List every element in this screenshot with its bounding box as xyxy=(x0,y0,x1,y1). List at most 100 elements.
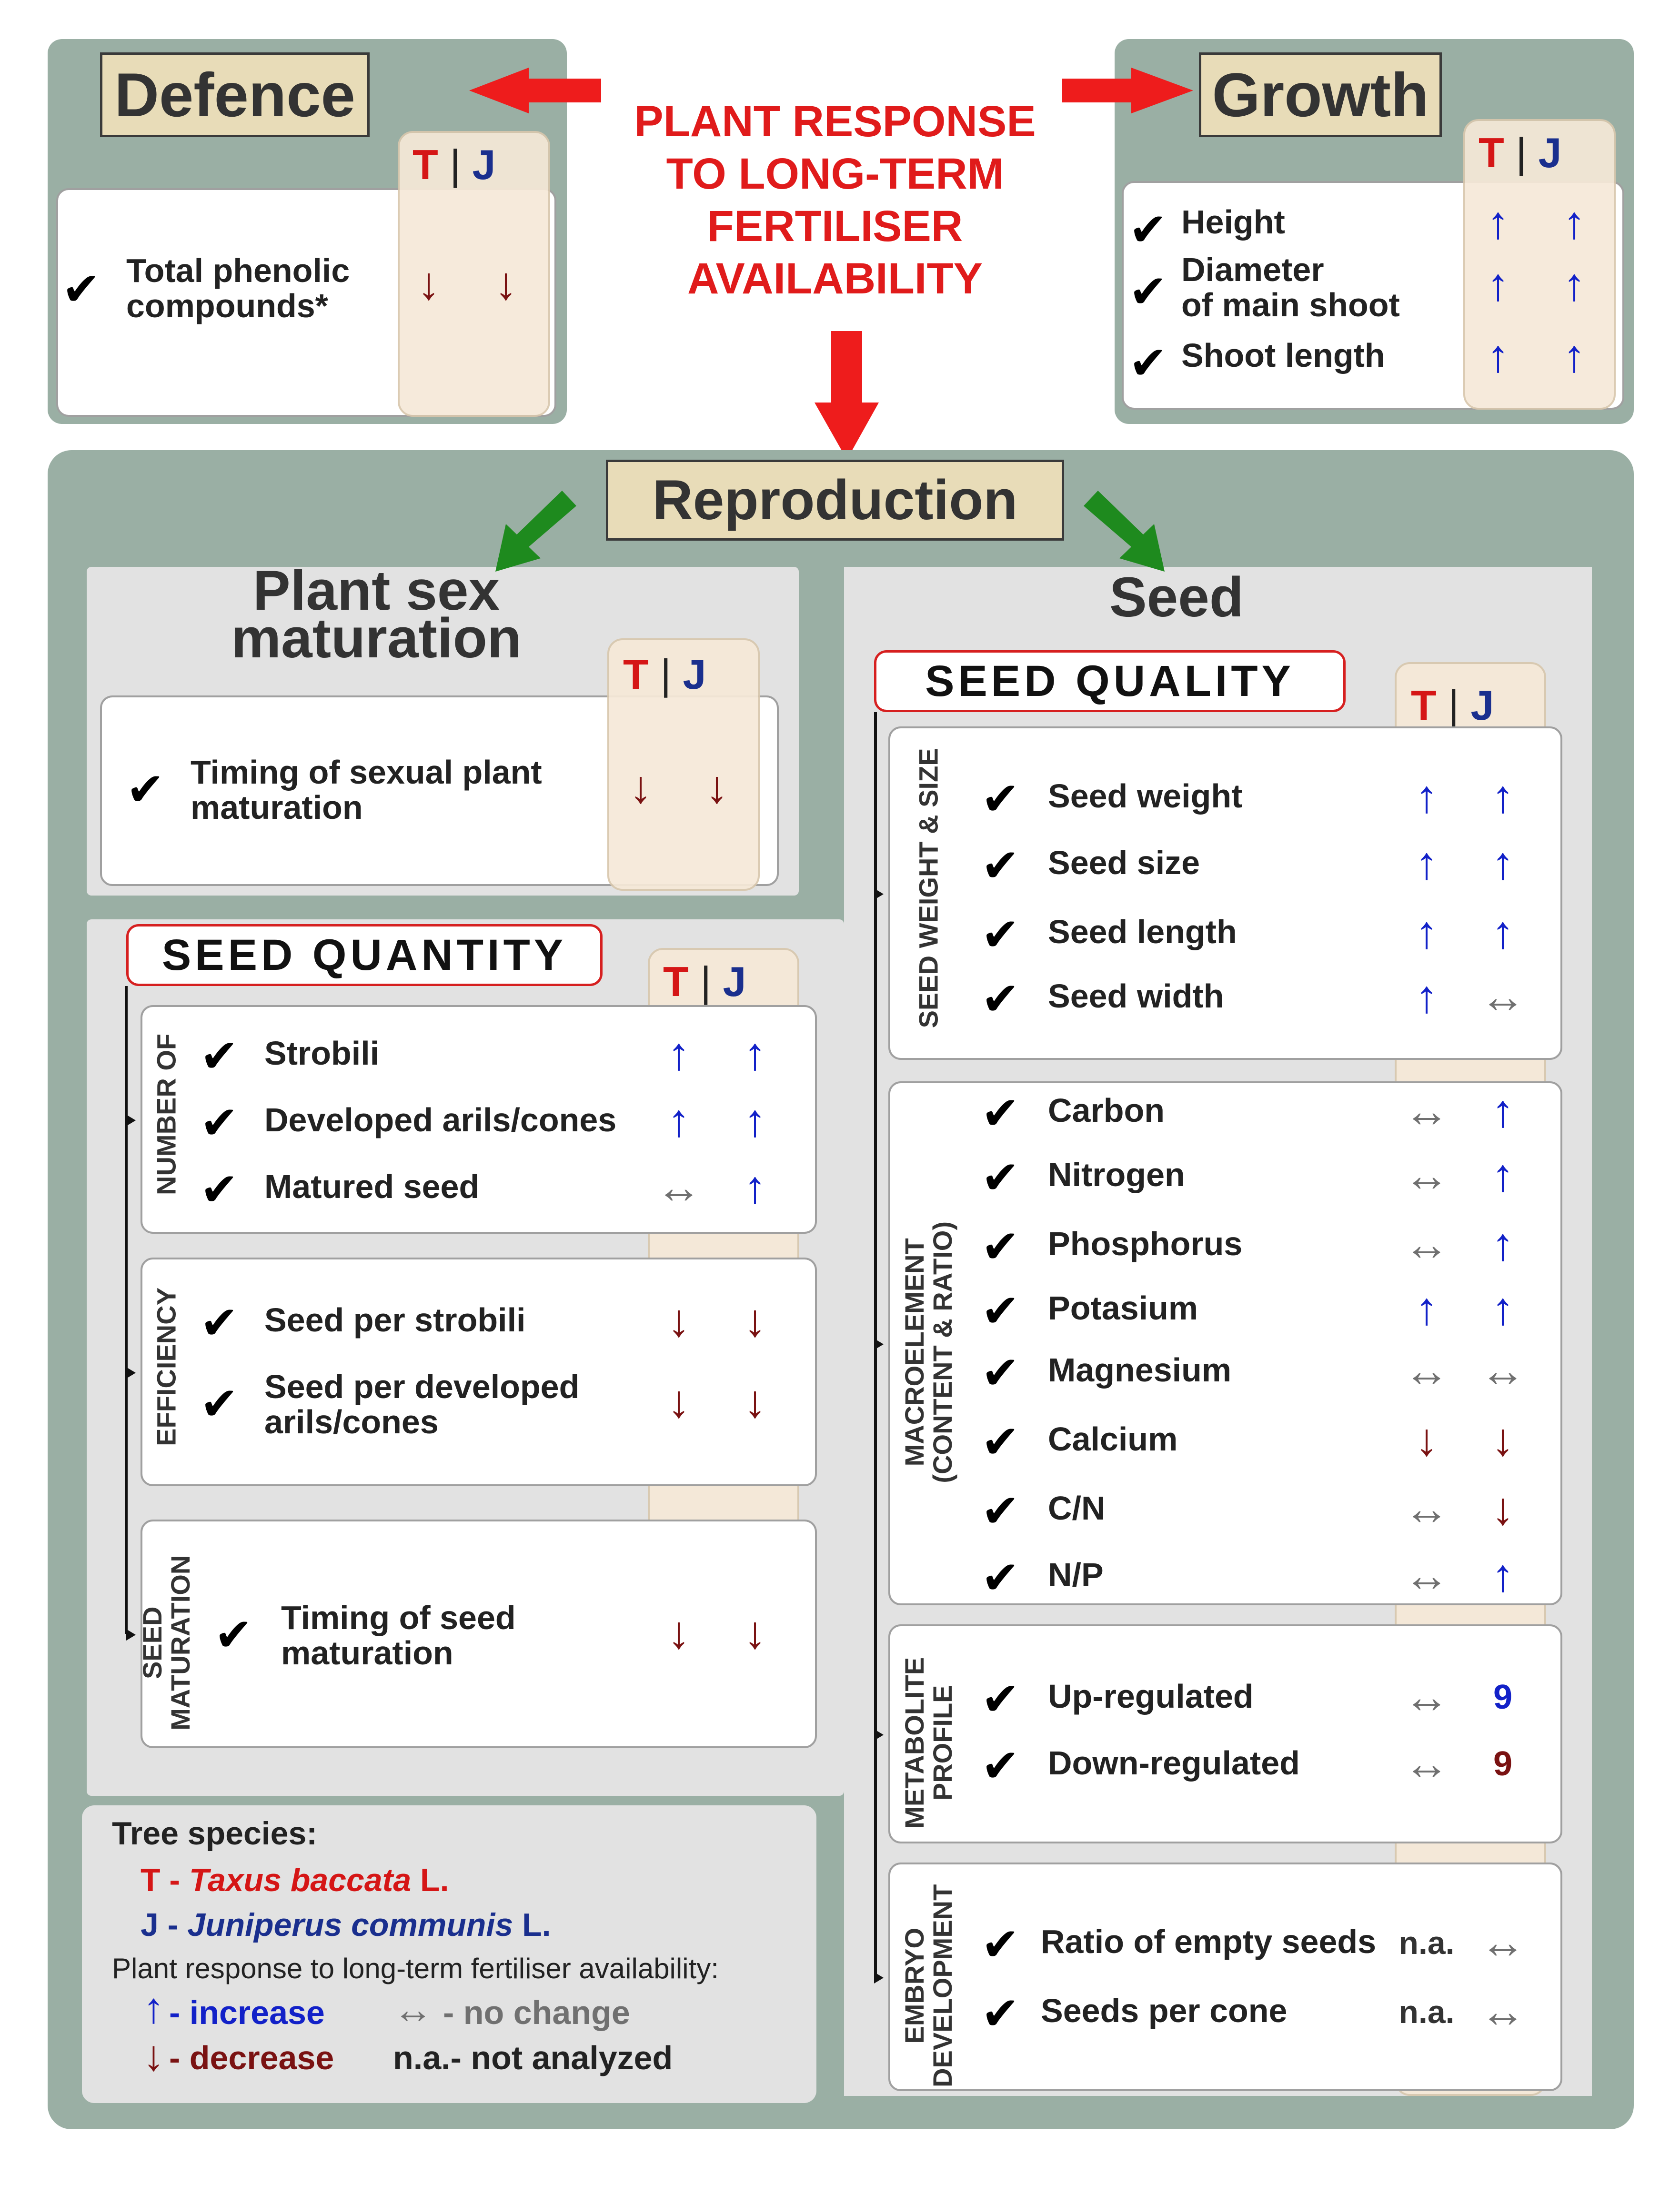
bracket-arrow-icon xyxy=(126,1367,136,1379)
row-label: Seeds per cone xyxy=(1041,1992,1288,2029)
t-value-icon: ↔ xyxy=(1404,1086,1449,1137)
check-icon: ✔ xyxy=(981,1674,1020,1725)
check-icon: ✔ xyxy=(981,1486,1020,1537)
col-header-j: J xyxy=(1538,129,1562,176)
group-box xyxy=(141,1258,817,1486)
check-icon: ✔ xyxy=(200,1298,239,1349)
group-box xyxy=(888,1624,1562,1843)
growth-col xyxy=(1463,119,1616,410)
bracket-arrow-icon xyxy=(874,1972,884,1984)
arrow-down-icon xyxy=(815,331,879,460)
legend-response-title: Plant response to long-term fertiliser a… xyxy=(112,1953,719,1984)
group-box xyxy=(888,726,1562,1060)
check-icon: ✔ xyxy=(62,264,101,315)
row-label: Nitrogen xyxy=(1048,1156,1185,1193)
row-label: Phosphorus xyxy=(1048,1225,1243,1262)
col-header-sep: | xyxy=(700,958,712,1005)
t-value-icon: ↔ xyxy=(1404,1671,1449,1722)
sex-col xyxy=(607,638,760,891)
j-value-icon: 9 xyxy=(1493,1745,1513,1783)
row-label: Seed per strobili xyxy=(264,1301,526,1339)
j-value-icon: ↓ xyxy=(744,1376,766,1427)
row-label: N/P xyxy=(1048,1556,1104,1593)
center-title: PLANT RESPONSE TO LONG-TERM FERTILISER A… xyxy=(618,95,1052,305)
growth-item-label: Shoot length xyxy=(1181,337,1385,374)
growth-col-header: T | J xyxy=(1479,129,1561,177)
row-label: Strobili xyxy=(264,1035,380,1072)
check-icon: ✔ xyxy=(981,1152,1020,1203)
growth-t-arrow-icon: ↑ xyxy=(1487,331,1509,382)
legend-no-change: - no change xyxy=(443,1994,630,2031)
legend-panel xyxy=(82,1805,816,2103)
t-value-icon: n.a. xyxy=(1398,1925,1455,1961)
sex-item-label: Timing of sexual plant maturation xyxy=(191,754,542,826)
t-value-icon: ↑ xyxy=(667,1095,690,1146)
j-value-icon: ↓ xyxy=(1491,1414,1514,1465)
t-value-icon: ↔ xyxy=(656,1162,702,1213)
green-arrow-left-icon xyxy=(495,491,576,572)
legend-j-author: L. xyxy=(513,1907,551,1943)
t-value-icon: ↔ xyxy=(1404,1738,1449,1789)
defence-item-label: Total phenolic compounds* xyxy=(126,252,350,324)
t-value-icon: ↓ xyxy=(667,1607,690,1658)
col-header-t: T xyxy=(412,141,438,188)
legend-row-2: ↓ - decrease n.a.- not analyzed xyxy=(112,2032,807,2084)
green-arrow-right-icon xyxy=(1084,491,1165,572)
check-icon: ✔ xyxy=(200,1031,239,1082)
legend-increase: - increase xyxy=(169,1994,325,2031)
legend-t-author: L. xyxy=(411,1862,449,1898)
legend-decrease: - decrease xyxy=(169,2039,334,2076)
check-icon: ✔ xyxy=(981,909,1020,960)
group-box xyxy=(888,1863,1562,2091)
check-icon: ✔ xyxy=(981,1741,1020,1792)
seed-col-header: T | J xyxy=(1411,681,1494,730)
check-icon: ✔ xyxy=(200,1098,239,1148)
legend-j-species: Juniperus communis xyxy=(187,1907,513,1943)
row-label: Seed weight xyxy=(1048,777,1243,815)
row-label: Potasium xyxy=(1048,1289,1198,1327)
group-vertical-label: METABOLITE PROFILE xyxy=(899,1657,957,1829)
growth-item-label: Diameter of main shoot xyxy=(1181,251,1400,323)
growth-j-arrow-icon: ↑ xyxy=(1563,197,1586,248)
check-icon: ✔ xyxy=(981,974,1020,1025)
check-icon: ✔ xyxy=(1129,204,1167,255)
j-value-icon: ↔ xyxy=(1480,1986,1526,2037)
t-value-icon: ↑ xyxy=(667,1028,690,1079)
t-value-icon: n.a. xyxy=(1398,1994,1455,2030)
col-header-sep: | xyxy=(450,141,461,188)
check-icon: ✔ xyxy=(981,1988,1020,2039)
sex-title: Plant sex maturation xyxy=(231,559,522,670)
defence-t-arrow-icon: ↓ xyxy=(417,258,440,309)
col-header-j: J xyxy=(1470,682,1494,729)
j-value-icon: ↑ xyxy=(744,1162,766,1213)
check-icon: ✔ xyxy=(981,1348,1020,1399)
row-label: Carbon xyxy=(1048,1092,1165,1129)
col-header-j: J xyxy=(723,958,746,1005)
row-label: Down-regulated xyxy=(1048,1744,1300,1782)
legend-juniperus: J - Juniperus communis L. xyxy=(141,1906,807,1943)
t-value-icon: ↔ xyxy=(1404,1219,1449,1270)
row-label: Matured seed xyxy=(264,1168,480,1205)
check-icon: ✔ xyxy=(1129,266,1167,317)
j-value-icon: ↓ xyxy=(1491,1483,1514,1534)
group-box xyxy=(888,1081,1562,1605)
j-value-icon: ↑ xyxy=(1491,1150,1514,1201)
row-label: Seed length xyxy=(1048,913,1237,950)
t-value-icon: ↑ xyxy=(1415,838,1438,889)
legend-j-code: J - xyxy=(141,1907,188,1943)
group-vertical-label: SEED WEIGHT & SIZE xyxy=(913,748,944,1028)
col-header-sep: | xyxy=(1448,682,1459,729)
group-box xyxy=(141,1520,817,1748)
j-value-icon: 9 xyxy=(1493,1678,1513,1716)
defence-col xyxy=(398,131,550,417)
legend-title: Tree species: xyxy=(112,1815,317,1852)
row-label: Seed per developed arils/cones xyxy=(264,1368,580,1440)
j-value-icon: ↔ xyxy=(1480,1917,1526,1968)
t-value-icon: ↓ xyxy=(667,1295,690,1346)
check-icon: ✔ xyxy=(981,840,1020,891)
growth-t-arrow-icon: ↑ xyxy=(1487,259,1509,310)
bracket-arrow-icon xyxy=(126,1629,136,1641)
j-value-icon: ↑ xyxy=(1491,838,1514,889)
col-header-sep: | xyxy=(660,651,672,698)
check-icon: ✔ xyxy=(981,1221,1020,1272)
